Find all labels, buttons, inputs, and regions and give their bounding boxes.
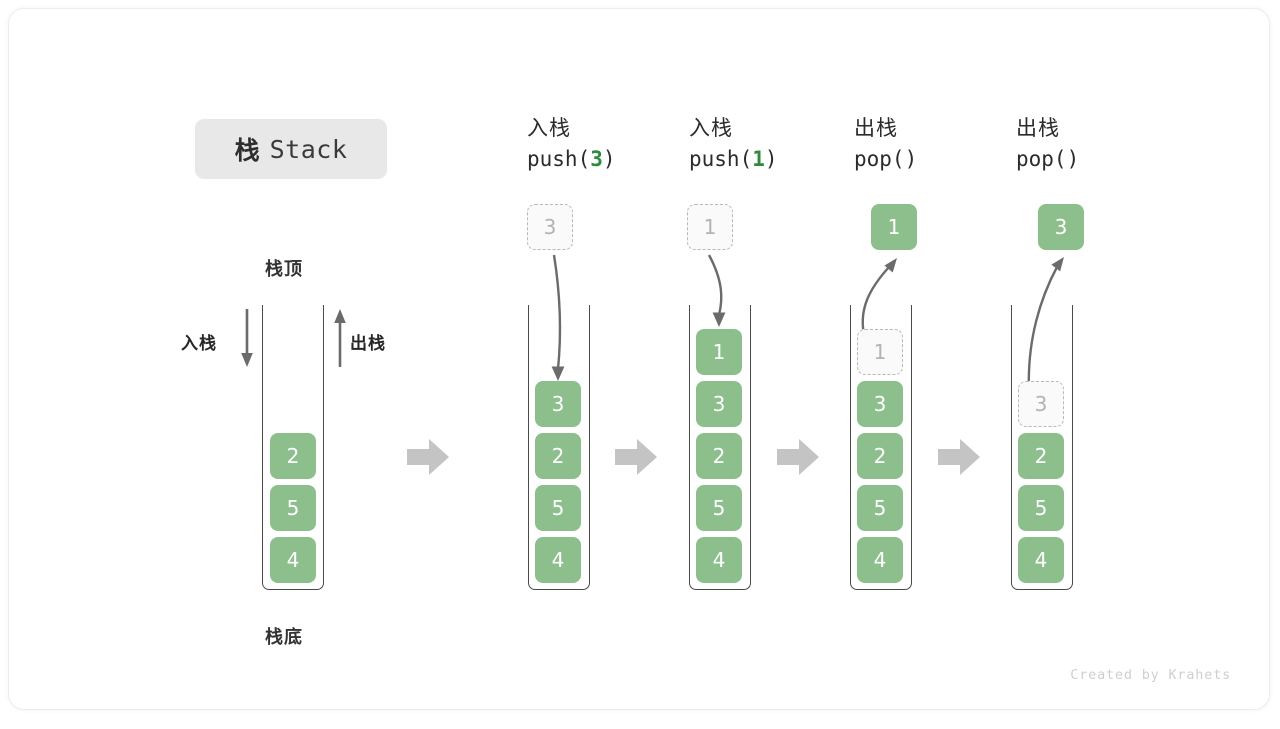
step-arrow-icon [938,439,980,475]
header-code-pop-1: pop() [854,143,1024,175]
stack-container-pop-1 [850,305,912,590]
stack-cell: 5 [857,485,903,531]
stack-cell: 2 [696,433,742,479]
column-header-push-1: 入栈 push(1) [689,113,859,175]
stack-bottom-label: 栈底 [265,627,303,648]
stack-cell: 2 [270,433,316,479]
push-direction-arrow-icon [241,309,253,367]
stack-container-initial [262,305,324,590]
stack-cell: 4 [857,537,903,583]
code-suffix: ) [1066,147,1080,171]
pop-direction-arrow-icon [334,309,346,367]
diagram-card: 栈 Stack 栈顶 栈底 入栈 出栈 入栈 push(3) 入栈 push(1… [8,8,1270,710]
stack-cell: 2 [857,433,903,479]
stack-cell: 5 [696,485,742,531]
floating-ghost-cell: 1 [687,204,733,250]
header-code-push-3: push(3) [527,143,697,175]
stack-ghost-cell: 3 [1018,381,1064,427]
code-prefix: push( [527,147,591,171]
stack-cell: 2 [1018,433,1064,479]
code-prefix: pop( [854,147,905,171]
code-prefix: push( [689,147,753,171]
column-header-pop-1: 出栈 pop() [854,113,1024,175]
popped-value-cell: 1 [871,204,917,250]
popped-value-cell: 3 [1038,204,1084,250]
pop-annotation-label: 出栈 [350,334,386,354]
code-suffix: ) [764,147,778,171]
stack-container-push-3 [528,305,590,590]
footer-credit: Created by Krahets [1070,667,1231,683]
stack-container-push-1 [689,305,751,590]
stack-container-pop-3 [1011,305,1073,590]
floating-ghost-cell: 3 [527,204,573,250]
stack-cell: 5 [1018,485,1064,531]
stack-cell: 1 [696,329,742,375]
step-arrow-icon [777,439,819,475]
header-code-push-1: push(1) [689,143,859,175]
step-arrow-icon [407,439,449,475]
header-cn-push-1: 入栈 [689,116,733,140]
header-cn-pop-3: 出栈 [1016,116,1060,140]
header-code-pop-3: pop() [1016,143,1186,175]
stack-cell: 3 [535,381,581,427]
column-header-pop-3: 出栈 pop() [1016,113,1186,175]
step-arrow-icon [615,439,657,475]
title-cn: 栈 [234,136,261,165]
stack-top-label: 栈顶 [265,259,303,280]
code-prefix: pop( [1016,147,1067,171]
code-arg: 3 [590,147,603,171]
stack-cell: 5 [535,485,581,531]
title-en: Stack [269,134,348,164]
stack-cell: 4 [696,537,742,583]
stack-cell: 2 [535,433,581,479]
stack-cell: 3 [696,381,742,427]
push-annotation-label: 入栈 [181,334,217,354]
stack-cell: 5 [270,485,316,531]
stack-cell: 3 [857,381,903,427]
column-header-push-3: 入栈 push(3) [527,113,697,175]
stack-cell: 4 [270,537,316,583]
header-cn-pop-1: 出栈 [854,116,898,140]
code-suffix: ) [904,147,918,171]
title-chip: 栈 Stack [195,119,387,179]
stack-cell: 4 [1018,537,1064,583]
stack-ghost-cell: 1 [857,329,903,375]
code-arg: 1 [752,147,765,171]
code-suffix: ) [602,147,616,171]
stack-cell: 4 [535,537,581,583]
header-cn-push-3: 入栈 [527,116,571,140]
